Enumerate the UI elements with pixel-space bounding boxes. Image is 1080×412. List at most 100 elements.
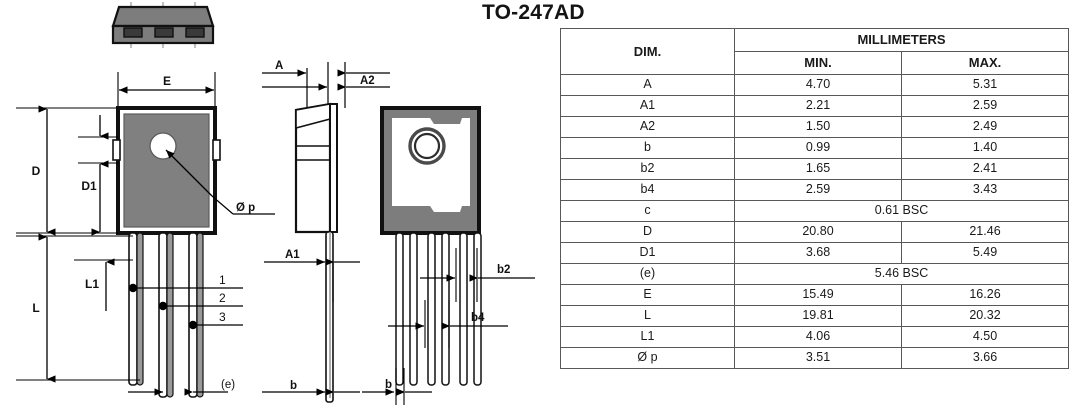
page-title: TO-247AD	[482, 1, 585, 24]
table-cell-value-merged: 0.61 BSC	[733, 200, 1070, 222]
table-cell-min: 1.50	[734, 116, 902, 138]
table-header-row-units: DIM. MILLIMETERS	[560, 28, 1070, 75]
front-body-nub-left	[112, 139, 121, 161]
table-cell-max: 21.46	[900, 221, 1070, 243]
top-view-body-top-face	[111, 5, 215, 28]
table-cell-min: 4.70	[734, 74, 902, 96]
rear-lead-3b	[473, 232, 482, 386]
table-header-max: MAX.	[900, 51, 1070, 75]
table-cell-dim: E	[560, 284, 735, 306]
table-cell-dim: L	[560, 305, 735, 327]
dimension-label-b4: b4	[471, 312, 485, 324]
dimension-label-b2: b2	[497, 264, 510, 276]
rear-lead-3a	[459, 232, 468, 386]
mounting-hole	[149, 132, 177, 160]
table-cell-dim: Ø p	[560, 347, 735, 369]
front-view: E Ø p D D1	[16, 72, 275, 398]
table-cell-max: 3.43	[900, 179, 1070, 201]
rear-lead-1a	[395, 232, 404, 386]
table-cell-min: 3.51	[734, 347, 902, 369]
table-cell-min: 20.80	[734, 221, 902, 243]
front-lead-2-shadow	[166, 232, 174, 398]
dimension-label-A: A	[275, 60, 283, 72]
side-body-tab	[329, 103, 338, 233]
dimension-label-c: b	[290, 380, 297, 392]
front-body-nub-right	[212, 139, 221, 161]
table-cell-dim: c	[560, 200, 735, 222]
leader-line-phi-p	[165, 149, 213, 197]
rear-lead-2b	[441, 232, 450, 386]
front-body-face	[123, 113, 210, 228]
table-cell-dim: D	[560, 221, 735, 243]
table-cell-dim: b4	[560, 179, 735, 201]
table-cell-max: 2.41	[900, 158, 1070, 180]
front-lead-2	[158, 232, 168, 398]
table-cell-min: 15.49	[734, 284, 902, 306]
table-cell-max: 2.49	[900, 116, 1070, 138]
rear-lead-1b	[409, 232, 418, 386]
rear-body-recess	[392, 118, 470, 212]
dimension-label-L: L	[32, 301, 39, 315]
rear-leads	[395, 232, 482, 386]
table-cell-dim: (e)	[560, 263, 735, 285]
table-cell-max: 5.49	[900, 242, 1070, 264]
table-header-row-minmax: MIN. MAX.	[561, 51, 1070, 75]
front-lead-3-shadow	[196, 232, 204, 398]
table-cell-min: 2.59	[734, 179, 902, 201]
table-cell-dim: D1	[560, 242, 735, 264]
rear-mounting-hole	[413, 132, 441, 160]
pin-label-1: 1	[219, 273, 226, 287]
table-cell-min: 4.06	[734, 326, 902, 348]
table-cell-max: 5.31	[900, 74, 1070, 96]
table-header-dim: DIM.	[560, 28, 735, 75]
table-cell-dim: A	[560, 74, 735, 96]
table-cell-value-merged: 5.46 BSC	[733, 263, 1070, 285]
dimension-label-A2: A2	[360, 75, 375, 87]
table-cell-dim: A1	[560, 95, 735, 117]
table-cell-dim: b	[560, 137, 735, 159]
table-cell-max: 3.66	[900, 347, 1070, 369]
dimension-label-D: D	[32, 164, 41, 178]
table-cell-max: 2.59	[900, 95, 1070, 117]
table-cell-max: 4.50	[900, 326, 1070, 348]
table-cell-max: 20.32	[900, 305, 1070, 327]
table-cell-max: 16.26	[900, 284, 1070, 306]
dimension-label-E: E	[163, 74, 171, 88]
rear-mounting-hole-outer-ring	[408, 127, 446, 165]
table-cell-max: 1.40	[900, 137, 1070, 159]
rear-lead-2a	[427, 232, 436, 386]
table-cell-min: 1.65	[734, 158, 902, 180]
table-cell-dim: L1	[560, 326, 735, 348]
top-view-lead-slot-2	[154, 27, 174, 38]
dimension-label-b: b	[385, 379, 392, 391]
dimension-label-D1: D1	[81, 179, 97, 193]
rear-view: b2 b4 b	[362, 106, 535, 405]
front-lead-1	[128, 232, 138, 386]
table-cell-min: 0.99	[734, 137, 902, 159]
table-cell-min: 19.81	[734, 305, 902, 327]
top-view	[111, 2, 215, 48]
side-view: A A2 A1 b	[262, 60, 390, 403]
front-lead-3	[188, 232, 198, 398]
table-header-millimeters: MILLIMETERS	[733, 28, 1070, 52]
table-cell-min: 3.68	[734, 242, 902, 264]
front-leads	[128, 232, 204, 398]
table-header-min: MIN.	[734, 51, 902, 75]
dimension-label-L1: L1	[85, 277, 99, 291]
dimension-label-phi-p: Ø p	[236, 202, 255, 214]
table-cell-dim: A2	[560, 116, 735, 138]
front-lead-1-shadow	[136, 232, 144, 386]
